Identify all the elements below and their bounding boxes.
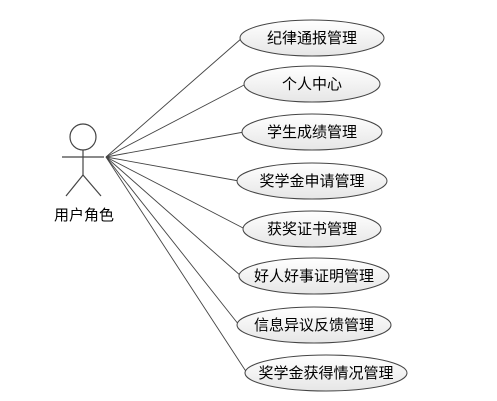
association-line-scholarship-status bbox=[105, 156, 248, 374]
use-case-student-grades: 学生成绩管理 bbox=[241, 113, 383, 151]
use-case-personal-center: 个人中心 bbox=[243, 65, 381, 103]
use-case-label: 个人中心 bbox=[282, 75, 342, 93]
association-line-student-grades bbox=[105, 131, 245, 158]
use-case-ellipse bbox=[238, 257, 390, 295]
use-case-ellipse bbox=[236, 306, 392, 344]
association-line-award-certificate bbox=[105, 156, 246, 230]
use-case-list: 纪律通报管理个人中心学生成绩管理奖学金申请管理获奖证书管理好人好事证明管理信息异… bbox=[236, 19, 408, 392]
use-case-ellipse bbox=[241, 113, 383, 151]
association-line-discipline bbox=[105, 37, 243, 158]
association-line-good-deeds-certificate bbox=[105, 156, 242, 277]
use-case-label: 获奖证书管理 bbox=[267, 220, 357, 238]
use-case-label: 好人好事证明管理 bbox=[254, 267, 374, 285]
use-case-label: 奖学金获得情况管理 bbox=[258, 364, 393, 382]
use-case-ellipse bbox=[244, 354, 408, 392]
use-case-ellipse bbox=[236, 162, 388, 200]
actor-label: 用户角色 bbox=[54, 206, 114, 224]
use-case-scholarship-application: 奖学金申请管理 bbox=[236, 162, 388, 200]
use-case-info-objection-feedback: 信息异议反馈管理 bbox=[236, 306, 392, 344]
use-case-label: 奖学金申请管理 bbox=[259, 172, 364, 190]
actor-user-role: 用户角色 bbox=[54, 123, 114, 224]
use-case-ellipse bbox=[239, 19, 385, 57]
association-line-info-objection-feedback bbox=[105, 156, 240, 326]
association-line-scholarship-application bbox=[105, 156, 240, 182]
use-case-discipline: 纪律通报管理 bbox=[239, 19, 385, 57]
association-lines bbox=[105, 37, 248, 374]
use-case-scholarship-status: 奖学金获得情况管理 bbox=[244, 354, 408, 392]
use-case-ellipse bbox=[242, 210, 382, 248]
use-case-good-deeds-certificate: 好人好事证明管理 bbox=[238, 257, 390, 295]
use-case-ellipse bbox=[243, 65, 381, 103]
use-case-label: 信息异议反馈管理 bbox=[254, 316, 374, 334]
use-case-award-certificate: 获奖证书管理 bbox=[242, 210, 382, 248]
stick-figure-actor-icon bbox=[62, 123, 104, 197]
use-case-label: 学生成绩管理 bbox=[267, 123, 357, 141]
association-line-personal-center bbox=[105, 83, 247, 158]
use-case-label: 纪律通报管理 bbox=[267, 29, 357, 47]
